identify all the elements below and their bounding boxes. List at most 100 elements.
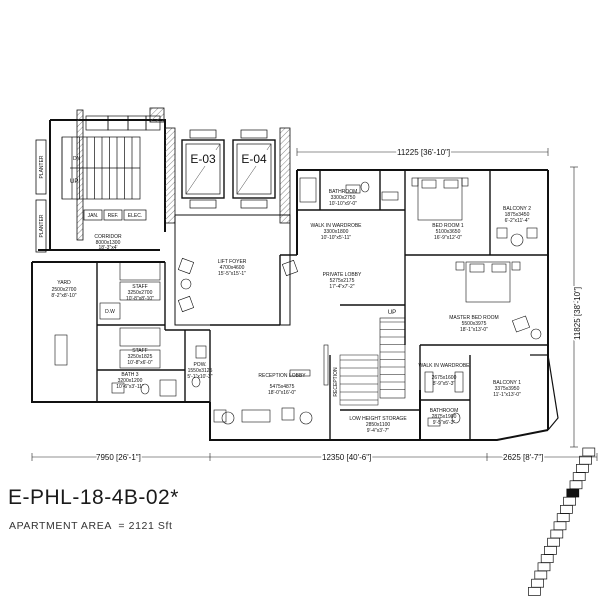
svg-text:PRIVATE LOBBY: PRIVATE LOBBY	[323, 272, 362, 278]
svg-text:8'-2"x8'-10": 8'-2"x8'-10"	[51, 293, 76, 299]
room-balcony-1: BALCONY 1 3375x3950 11'-1"x13'-0"	[493, 380, 521, 398]
lift-cores	[181, 129, 276, 209]
furniture	[54, 177, 542, 427]
svg-text:BATHROOM: BATHROOM	[329, 189, 358, 195]
room-bathroom-2: BATHROOM 2875x1900 9'-5"x6'-3"	[430, 408, 459, 426]
room-master-bed: MASTER BED ROOM 5500x3975 18'-1"x13'-0"	[449, 315, 498, 333]
svg-text:10'-10"x9'-0": 10'-10"x9'-0"	[329, 201, 357, 207]
jan-label: JAN.	[88, 213, 99, 219]
apartment-area-label: APARTMENT AREA	[9, 520, 112, 532]
room-staff-1: STAFF 3250x2700 10'-8"x8'-10"	[126, 284, 154, 302]
room-bed-room-1: BED ROOM 1 5100x3650 16'-9"x12'-0"	[432, 223, 464, 241]
apartment-area-value: = 2121 Sft	[118, 520, 173, 532]
dw-label: D.W	[105, 309, 115, 315]
stair-mid-up-label: UP	[388, 310, 396, 316]
svg-text:BATHROOM: BATHROOM	[430, 408, 459, 414]
room-lift-foyer: LIFT FOYER 4700x4600 15'-5"x15'-1"	[218, 259, 247, 277]
svg-text:17'-4"x7'-2": 17'-4"x7'-2"	[329, 284, 354, 290]
room-walk-in-2: WALK IN WARDROBE 2675x1600 8'-9"x5'-3"	[418, 363, 470, 387]
dim-bottom-left: 7950 [26'-1"]	[96, 453, 141, 462]
room-bathroom-1: BATHROOM 3300x2750 10'-10"x9'-0"	[329, 189, 358, 207]
reception-side-label: RECEPTION	[333, 367, 339, 397]
svg-text:3200x1200: 3200x1200	[118, 378, 143, 384]
room-balcony-2: BALCONY 2 1875x3450 6'-2"x11'-4"	[503, 206, 531, 224]
dimension-lines	[31, 148, 598, 461]
svg-text:8'-9"x5'-3": 8'-9"x5'-3"	[433, 381, 456, 387]
key-plan	[528, 447, 596, 596]
stair-dn-label: DN	[73, 156, 81, 162]
svg-text:BALCONY 1: BALCONY 1	[493, 380, 521, 386]
svg-text:10'-8"x8'-10": 10'-8"x8'-10"	[126, 296, 154, 302]
svg-text:5500x3975: 5500x3975	[462, 321, 487, 327]
lift-e04-label: E-04	[241, 152, 267, 166]
interior-walls	[96, 170, 548, 440]
svg-text:LOW HEIGHT STORAGE: LOW HEIGHT STORAGE	[349, 416, 407, 422]
svg-text:5275x2175: 5275x2175	[330, 278, 355, 284]
svg-text:18'-3"x4': 18'-3"x4'	[99, 245, 118, 251]
svg-text:18'-0"x16'-0": 18'-0"x16'-0"	[268, 390, 296, 396]
room-reception-lobby: RECEPTION LOBBY 5475x4875 18'-0"x16'-0"	[258, 373, 306, 396]
corridor: CORRIDOR 8000x1300 18'-3"x4'	[94, 234, 122, 251]
svg-text:MASTER BED ROOM: MASTER BED ROOM	[449, 315, 498, 321]
svg-text:BED ROOM 1: BED ROOM 1	[432, 223, 464, 229]
room-private-lobby: PRIVATE LOBBY 5275x2175 17'-4"x7'-2"	[323, 272, 362, 290]
svg-text:2875x1900: 2875x1900	[432, 414, 457, 420]
svg-text:STAFF: STAFF	[132, 284, 147, 290]
room-yard: YARD 2500x2700 8'-2"x8'-10"	[51, 280, 76, 299]
svg-text:WALK IN WARDROBE: WALK IN WARDROBE	[310, 223, 362, 229]
svg-text:POW.: POW.	[193, 362, 206, 368]
svg-text:2675x1600: 2675x1600	[432, 375, 457, 381]
dim-right-height: 11825 [38'-10"]	[573, 287, 582, 340]
room-low-height-storage: LOW HEIGHT STORAGE 2850x1100 9'-4"x3'-7"	[349, 416, 407, 434]
svg-text:3250x1825: 3250x1825	[128, 354, 153, 360]
svg-text:1550x3125: 1550x3125	[188, 368, 213, 374]
svg-text:3300x2750: 3300x2750	[331, 195, 356, 201]
room-pow: POW. 1550x3125 5'-1"x10'-3"	[187, 362, 212, 380]
svg-text:10'-8"x6'-0": 10'-8"x6'-0"	[127, 360, 152, 366]
svg-text:WALK IN WARDROBE: WALK IN WARDROBE	[418, 363, 470, 369]
svg-text:BATH 3: BATH 3	[121, 372, 138, 378]
elec-label: ELEC.	[128, 213, 142, 219]
svg-text:4700x4600: 4700x4600	[220, 265, 245, 271]
svg-text:RECEPTION LOBBY: RECEPTION LOBBY	[258, 373, 306, 379]
room-bath-3: BATH 3 3200x1200 10'-6"x3'-11"	[116, 372, 144, 390]
utility-boxes	[83, 115, 161, 221]
svg-text:1875x3450: 1875x3450	[505, 212, 530, 218]
planters	[35, 139, 47, 253]
svg-text:16'-9"x12'-0": 16'-9"x12'-0"	[434, 235, 462, 241]
planter-top-label: PLANTER	[39, 155, 45, 178]
room-staff-2: STAFF 3250x1825 10'-8"x6'-0"	[127, 348, 152, 366]
svg-text:STAFF: STAFF	[132, 348, 147, 354]
dim-bottom-mid: 12350 [40'-6"]	[322, 453, 371, 462]
unit-code-title: E-PHL-18-4B-02*	[8, 486, 179, 509]
svg-text:10'-6"x3'-11": 10'-6"x3'-11"	[116, 384, 144, 390]
planter-bottom-label: PLANTER	[39, 214, 45, 237]
svg-text:18'-1"x13'-0": 18'-1"x13'-0"	[460, 327, 488, 333]
svg-text:9'-5"x6'-3": 9'-5"x6'-3"	[433, 420, 456, 426]
reception-side-stair	[339, 354, 379, 406]
core-walls	[76, 107, 291, 241]
svg-text:2500x2700: 2500x2700	[52, 287, 77, 293]
svg-text:3250x2700: 3250x2700	[128, 290, 153, 296]
lift-e03-label: E-03	[190, 152, 216, 166]
ref-label: REF.	[108, 213, 119, 219]
balcony-1-edge	[530, 354, 559, 431]
svg-text:5'-1"x10'-3": 5'-1"x10'-3"	[187, 374, 212, 380]
lift-foyer-outline	[174, 214, 291, 326]
left-stair	[61, 136, 141, 200]
svg-text:5475x4875: 5475x4875	[270, 384, 295, 390]
svg-text:LIFT FOYER: LIFT FOYER	[218, 259, 247, 265]
svg-text:15'-5"x15'-1": 15'-5"x15'-1"	[218, 271, 246, 277]
dim-top-width: 11225 [36'-10"]	[397, 148, 450, 157]
svg-text:3300x1800: 3300x1800	[324, 229, 349, 235]
svg-text:11'-1"x13'-0": 11'-1"x13'-0"	[493, 392, 521, 398]
svg-text:YARD: YARD	[57, 280, 71, 286]
stair-up-label: UP	[70, 179, 78, 185]
svg-text:BALCONY 2: BALCONY 2	[503, 206, 531, 212]
svg-text:CORRIDOR: CORRIDOR	[94, 234, 122, 240]
room-walk-in-1: WALK IN WARDROBE 3300x1800 10'-10"x5'-11…	[310, 223, 362, 241]
middle-stair	[379, 317, 406, 399]
svg-text:2850x1100: 2850x1100	[366, 422, 391, 428]
svg-text:6'-2"x11'-4": 6'-2"x11'-4"	[505, 218, 530, 224]
